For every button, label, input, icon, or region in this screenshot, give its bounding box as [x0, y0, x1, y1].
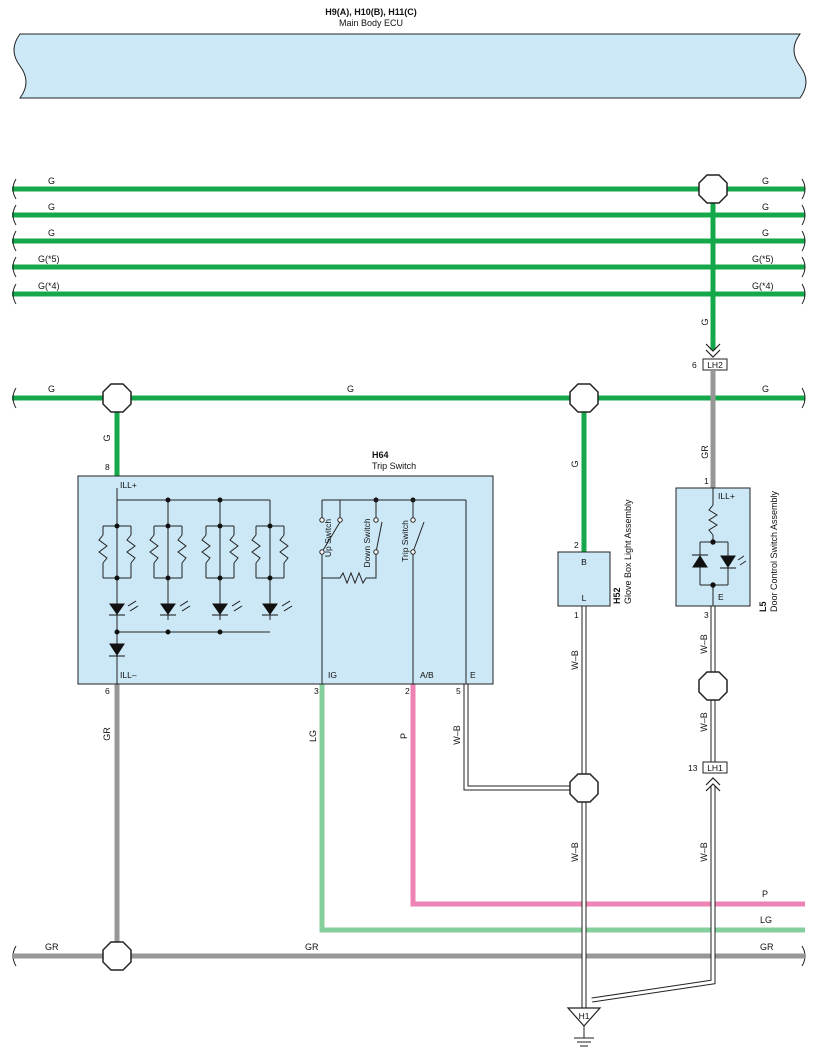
- bus4-left-label: G(*5): [38, 254, 60, 264]
- lh2-pin: 6: [692, 360, 697, 370]
- bus5-right-label: G(*4): [752, 281, 774, 291]
- resistor-bank-icon: [98, 525, 289, 579]
- door-name: Door Control Switch Assembly: [769, 490, 779, 612]
- wire-wb-door-label: W–B: [699, 634, 709, 654]
- h1-ground-connector: [566, 1007, 602, 1027]
- trip-pin-ab: 2: [405, 686, 410, 696]
- wire-lg: [319, 684, 805, 933]
- wire-g-trip-label: G: [102, 434, 112, 441]
- lh1-pin: 13: [688, 763, 698, 773]
- wire-wb-e-label: W–B: [452, 725, 462, 745]
- trip-e-label: E: [470, 670, 476, 680]
- trip-switch-code: H64: [372, 450, 389, 460]
- gr-bus-right-label: GR: [760, 942, 774, 952]
- glove-box-light-box: [557, 551, 611, 607]
- trip-illumination-circuit: [98, 488, 289, 684]
- bus6-mid-label: G: [347, 384, 354, 394]
- gr-bus-mid-label: GR: [305, 942, 319, 952]
- main-body-ecu-box: [13, 33, 807, 99]
- door-pin-e: 3: [704, 610, 709, 620]
- wire-g-lh2-label: G: [700, 318, 710, 325]
- bus4-right-label: G(*5): [752, 254, 774, 264]
- wire-gr-trip-label: GR: [102, 727, 112, 741]
- lh1-connector: [702, 761, 728, 774]
- wire-g-glove-label: G: [570, 460, 580, 467]
- trip-switch-contact-label: Trip Switch: [400, 520, 410, 562]
- ground-icon: [574, 1026, 594, 1047]
- glove-pin-b: 2: [574, 540, 579, 550]
- glove-l-label: L: [582, 593, 587, 603]
- glove-b-label: B: [581, 557, 587, 567]
- gr-bus-left-label: GR: [45, 942, 59, 952]
- trip-ig-label: IG: [328, 670, 337, 680]
- trip-pin-e: 5: [456, 686, 461, 696]
- door-code: L5: [758, 601, 768, 612]
- h1-label: H1: [579, 1011, 590, 1021]
- door-diode-icons: [692, 539, 736, 588]
- trip-switch-box: [77, 475, 494, 685]
- trip-pin-ig: 3: [314, 686, 319, 696]
- ecu-code: H9(A), H10(B), H11(C): [325, 7, 417, 17]
- wire-wb-glove-label: W–B: [570, 650, 580, 670]
- bus2-left-label: G: [48, 202, 55, 212]
- trip-switch-name: Trip Switch: [372, 461, 416, 471]
- trip-ab-label: A/B: [420, 670, 434, 680]
- switch-contact-dots: [319, 517, 416, 555]
- glove-code: H52: [612, 587, 622, 604]
- trip-pin-ill-plus: 8: [105, 462, 110, 472]
- wire-p-label: P: [399, 733, 409, 739]
- bus1-right-label: G: [762, 176, 769, 186]
- trip-ill-plus-label: ILL+: [120, 480, 137, 490]
- wire-wb-glove2-label: W–B: [570, 842, 580, 862]
- door-e-label: E: [718, 592, 724, 602]
- wire-p: [410, 684, 805, 907]
- down-switch-label: Down Switch: [362, 518, 372, 567]
- wire-wb-door3-label: W–B: [699, 842, 709, 862]
- door-pin-ill: 1: [704, 476, 709, 486]
- green-bus-lines: [12, 186, 805, 401]
- bus2-right-label: G: [762, 202, 769, 212]
- lh2-arrow-icon: [705, 343, 721, 358]
- wb-wires: [463, 606, 716, 1008]
- wire-gr-door-label: GR: [700, 445, 710, 459]
- lh1-arrow-icon: [705, 777, 721, 792]
- glove-pin-l: 1: [574, 610, 579, 620]
- ecu-name: Main Body ECU: [339, 18, 403, 28]
- bus3-right-label: G: [762, 228, 769, 238]
- p-right-label: P: [762, 889, 768, 899]
- wire-lg-label: LG: [308, 730, 318, 742]
- wire-wb-door2-label: W–B: [699, 712, 709, 732]
- led-icons: [109, 600, 293, 657]
- bus-break-marks: [12, 178, 806, 967]
- bus5-left-label: G(*4): [38, 281, 60, 291]
- bus6-left-label: G: [48, 384, 55, 394]
- bus6-right-label: G: [762, 384, 769, 394]
- bus1-left-label: G: [48, 176, 55, 186]
- trip-pin-ill-minus: 6: [105, 686, 110, 696]
- lh2-label: LH2: [707, 360, 723, 370]
- glove-name: Glove Box Light Assembly: [623, 499, 633, 604]
- lh1-label: LH1: [707, 763, 723, 773]
- up-switch-label: Up Switch: [323, 519, 333, 558]
- door-ill-label: ILL+: [718, 491, 735, 501]
- trip-ill-minus-label: ILL–: [120, 670, 137, 680]
- splice-points: [102, 174, 728, 971]
- bus3-left-label: G: [48, 228, 55, 238]
- lg-right-label: LG: [760, 915, 772, 925]
